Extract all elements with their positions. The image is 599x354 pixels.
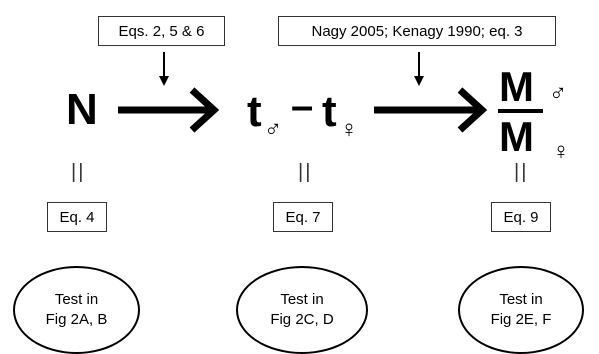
- eq-box-middle: Eq. 7: [273, 202, 333, 232]
- female-symbol-subscript: ♀: [340, 116, 358, 143]
- test-ellipse-right: Test in Fig 2E, F: [458, 266, 584, 354]
- ref-box-right: Nagy 2005; Kenagy 1990; eq. 3: [278, 16, 556, 46]
- term-t-female: t: [322, 87, 337, 136]
- term-t-male: t: [247, 87, 262, 136]
- right-arrow-left: [118, 87, 220, 133]
- right-arrow-right: [374, 87, 488, 133]
- male-symbol-subscript: ♂: [264, 116, 282, 143]
- test-ellipse-left: Test in Fig 2A, B: [13, 266, 140, 354]
- term-n: N: [66, 85, 98, 134]
- equals-mark-left: ||: [71, 161, 86, 183]
- down-arrow-right: [414, 52, 424, 86]
- test-ellipse-left-line2: Fig 2A, B: [45, 311, 108, 328]
- equals-mark-right: ||: [514, 161, 529, 183]
- male-symbol-superscript: ♂: [549, 80, 567, 107]
- test-ellipse-right-line2: Fig 2E, F: [490, 311, 552, 328]
- equals-mark-middle: ||: [298, 161, 313, 183]
- test-ellipse-middle-line1: Test in: [280, 290, 324, 308]
- test-ellipse-middle: Test in Fig 2C, D: [236, 266, 368, 354]
- test-ellipse-right-line1: Test in: [499, 290, 543, 308]
- test-ellipse-middle-line2: Fig 2C, D: [270, 311, 334, 328]
- ref-box-left: Eqs. 2, 5 & 6: [98, 16, 225, 46]
- down-arrow-left: [159, 52, 169, 86]
- arrows-layer: [118, 52, 543, 133]
- minus-sign: –: [291, 84, 314, 128]
- eq-box-right: Eq. 9: [491, 202, 551, 232]
- female-symbol-subscript-right: ♀: [552, 138, 570, 165]
- eq-box-left: Eq. 4: [47, 202, 107, 232]
- test-ellipse-left-line1: Test in: [54, 290, 99, 308]
- mass-denominator: M: [499, 113, 534, 160]
- mass-numerator: M: [499, 63, 534, 110]
